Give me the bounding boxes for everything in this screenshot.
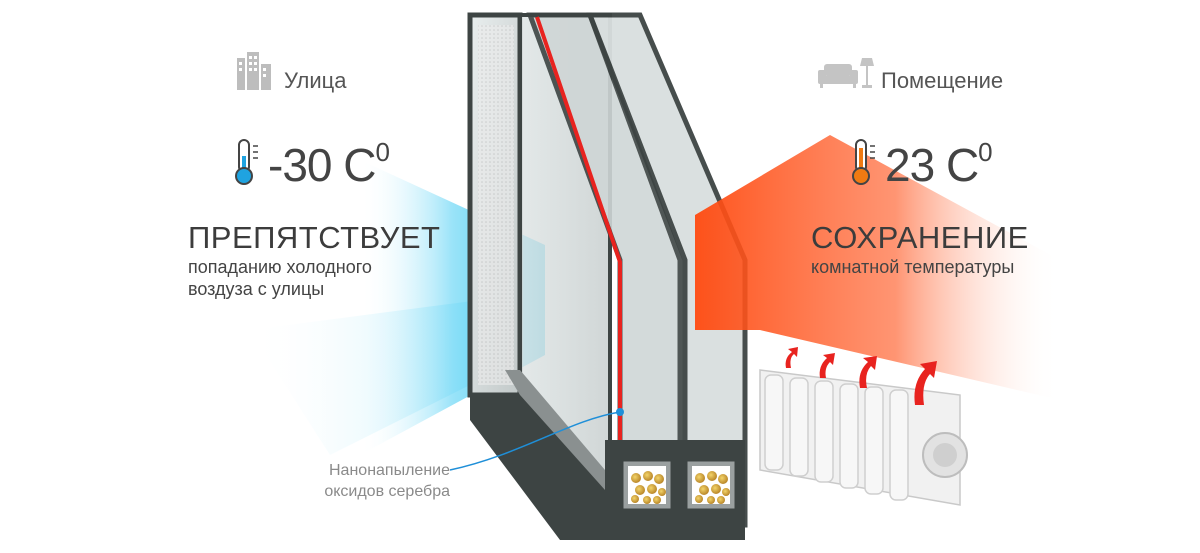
inside-description: комнатной температуры <box>811 256 1014 278</box>
outside-description-line2: воздуза с улицы <box>188 279 325 299</box>
heat-arrows <box>785 347 937 405</box>
outside-degree-mark: 0 <box>375 136 390 167</box>
coating-callout: Нанонапыление оксидов серебра <box>298 460 450 502</box>
thermometer-warm-icon <box>852 139 875 185</box>
spacer-frame-right <box>684 458 738 512</box>
coating-callout-line2: оксидов серебра <box>324 483 450 500</box>
heat-arrow-icon <box>819 353 835 378</box>
inside-heading: СОХРАНЕНИЕ <box>811 220 1029 255</box>
cold-air-beam-lower <box>250 300 520 455</box>
building-icon <box>237 52 271 90</box>
outside-heading: ПРЕПЯТСТВУЕТ <box>188 220 441 255</box>
sofa-lamp-icon <box>818 58 874 88</box>
thermometer-cold-icon <box>235 139 258 185</box>
outside-label: Улица <box>284 68 347 93</box>
outside-temperature: -30 С0 <box>268 136 390 192</box>
silver-oxide-coating <box>535 16 622 515</box>
outside-temperature-value: -30 С <box>268 139 376 191</box>
inside-label: Помещение <box>881 68 1004 93</box>
inside-degree-mark: 0 <box>978 136 993 167</box>
coating-callout-line1: Нанонапыление <box>329 462 450 479</box>
inside-description-line1: комнатной температуры <box>811 257 1015 277</box>
outside-description: попаданию холодного воздуза с улицы <box>188 256 372 300</box>
warm-air-beam <box>695 135 1060 400</box>
heat-arrow-icon <box>914 361 937 405</box>
spacer-frame-left <box>620 458 674 512</box>
window-frame-bottom <box>470 370 745 540</box>
heat-arrow-icon <box>859 356 877 388</box>
inside-temperature: 23 С0 <box>885 136 993 192</box>
callout-dot <box>616 408 624 416</box>
radiator <box>759 369 968 506</box>
outside-description-line1: попаданию холодного <box>188 257 372 277</box>
callout-line <box>449 411 621 471</box>
inside-temperature-value: 23 С <box>885 139 979 191</box>
heat-arrow-icon <box>785 347 798 368</box>
